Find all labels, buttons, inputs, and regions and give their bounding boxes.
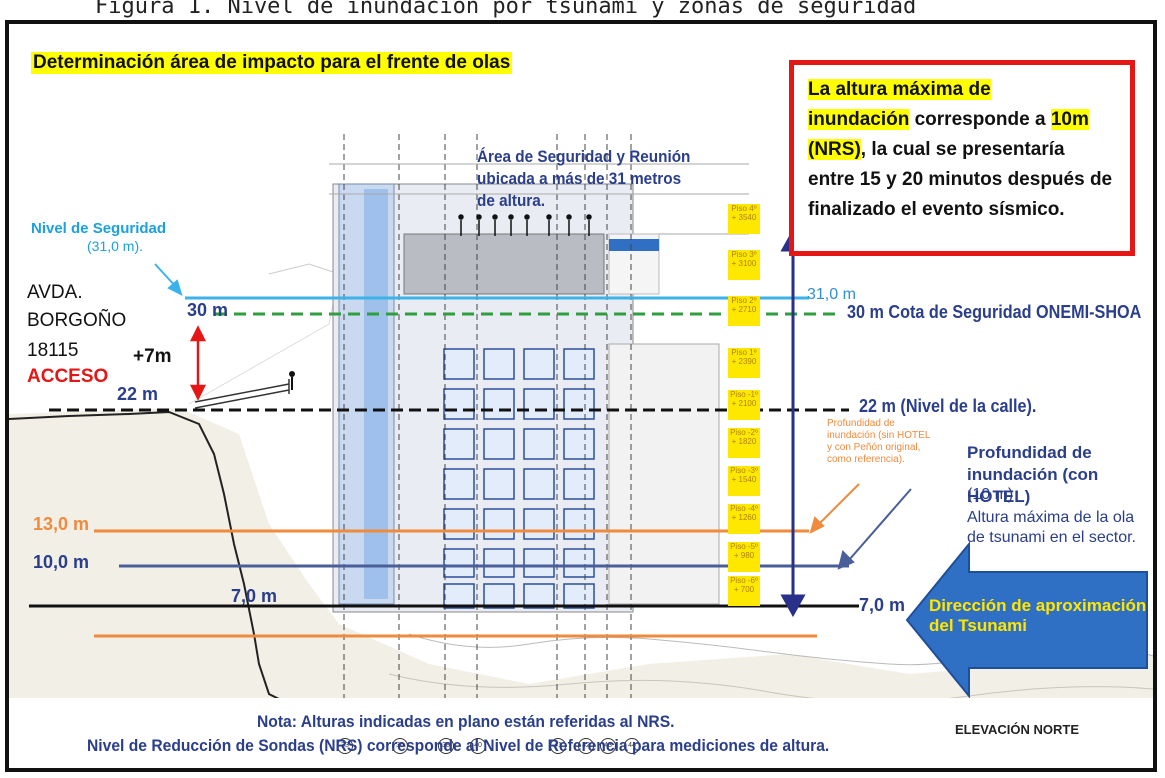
plus7-arrow xyxy=(189,325,207,401)
axis-label: 33 xyxy=(337,738,353,754)
plus7-label: +7m xyxy=(133,346,172,367)
floor-tag: Piso -1º+ 2100 xyxy=(728,390,760,420)
con-hotel-value: (10 m) xyxy=(967,486,1014,503)
left-7-label: 7,0 m xyxy=(231,586,278,606)
people-icons xyxy=(458,214,592,236)
axis-label: 36 xyxy=(392,738,408,754)
acceso-label: ACCESO xyxy=(27,366,109,387)
axis-label: 40 xyxy=(470,738,486,754)
note-area xyxy=(9,698,1153,768)
address-line-1: AVDA. xyxy=(27,282,83,303)
floor-tag: Piso -6º+ 700 xyxy=(728,576,760,606)
safety-pointer-arrow xyxy=(154,263,183,296)
window-grid xyxy=(443,348,595,609)
floor-tag: Piso 1º+ 2390 xyxy=(728,348,760,378)
flood-depth-arrow xyxy=(780,228,806,618)
left-30-label: 30 m xyxy=(187,300,229,320)
con-hotel-label: Profundidad de inundación (con HOTEL) xyxy=(967,443,1099,506)
building-upper-block xyxy=(403,233,605,295)
right-30-label: 30 m Cota de Seguridad ONEMI-SHOA xyxy=(847,302,1142,322)
diagram-title: Determinación área de impacto para el fr… xyxy=(31,52,513,74)
axis-lines xyxy=(343,134,632,734)
axis-label: 42 xyxy=(578,738,594,754)
terrain-fill xyxy=(9,408,1153,768)
building-annex xyxy=(608,343,720,605)
floor-tag: Piso 4º+ 3540 xyxy=(728,204,760,234)
note-part-1: La altura máxima de xyxy=(808,79,991,100)
axis-label: 38 xyxy=(438,738,454,754)
note-part-2: inundación xyxy=(808,109,910,130)
nivel-seguridad-label: Nivel de Seguridad xyxy=(31,220,167,237)
left-22-label: 22 m xyxy=(117,384,159,404)
right-22-label: 22 m (Nivel de la calle). xyxy=(859,396,1037,416)
floor-tag: Piso 3º+ 3100 xyxy=(728,250,760,280)
right-31-label: 31,0 m xyxy=(807,286,856,303)
diagram-frame: Determinación área de impacto para el fr… xyxy=(5,20,1157,772)
note-part-5: (NRS) xyxy=(808,139,861,160)
note-line-2: Nivel de Reducción de Sondas (NRS) corre… xyxy=(87,736,830,755)
sin-hotel-pointer xyxy=(809,483,860,534)
address-line-2: BORGOÑO xyxy=(27,310,127,331)
altura-maxima-label: Altura máxima de la ola de tsunami en el… xyxy=(967,509,1136,546)
tsunami-direction-label: Dirección de aproximación del Tsunami xyxy=(929,596,1147,635)
floor-tag: Piso -4º+ 1260 xyxy=(728,504,760,534)
cliff-outline xyxy=(9,410,370,725)
right-7-label: 7,0 m xyxy=(859,595,906,615)
sin-hotel-label: Profundidad de inundación (sin HOTEL y c… xyxy=(827,418,931,465)
con-hotel-pointer xyxy=(837,488,912,570)
elevation-label: ELEVACIÓN NORTE xyxy=(955,722,1079,737)
note-line-1: Nota: Alturas indicadas en plano están r… xyxy=(257,712,675,731)
axis-label: 43 xyxy=(600,738,616,754)
note-part-3: corresponde a xyxy=(909,109,1051,130)
max-flood-note: La altura máxima de inundación correspon… xyxy=(789,60,1135,256)
left-13-label: 13,0 m xyxy=(33,514,90,534)
figure-caption: Figura 1. Nivel de inundación por tsunam… xyxy=(95,0,917,19)
axis-label: 41 xyxy=(550,738,566,754)
nivel-seguridad-value: (31,0 m). xyxy=(87,238,144,254)
address-line-3: 18115 xyxy=(27,340,79,361)
access-stair xyxy=(194,379,290,409)
floor-tag: Piso 2º+ 2710 xyxy=(728,296,760,326)
note-part-4: 10m xyxy=(1050,109,1089,130)
floor-tag: Piso -5º+ 980 xyxy=(728,542,760,572)
floor-tag: Piso -3º+ 1540 xyxy=(728,466,760,496)
safety-area-label: Área de Seguridad y Reunión ubicada a má… xyxy=(477,147,691,210)
elevation-drawing xyxy=(9,134,1153,768)
note-part-6: , la cual se presentaría entre 15 y 20 m… xyxy=(808,139,1113,220)
floor-tag: Piso -2º+ 1820 xyxy=(728,428,760,458)
left-10-label: 10,0 m xyxy=(33,552,90,572)
axis-label: 44 xyxy=(624,738,640,754)
tsunami-direction-arrow xyxy=(905,541,1148,699)
